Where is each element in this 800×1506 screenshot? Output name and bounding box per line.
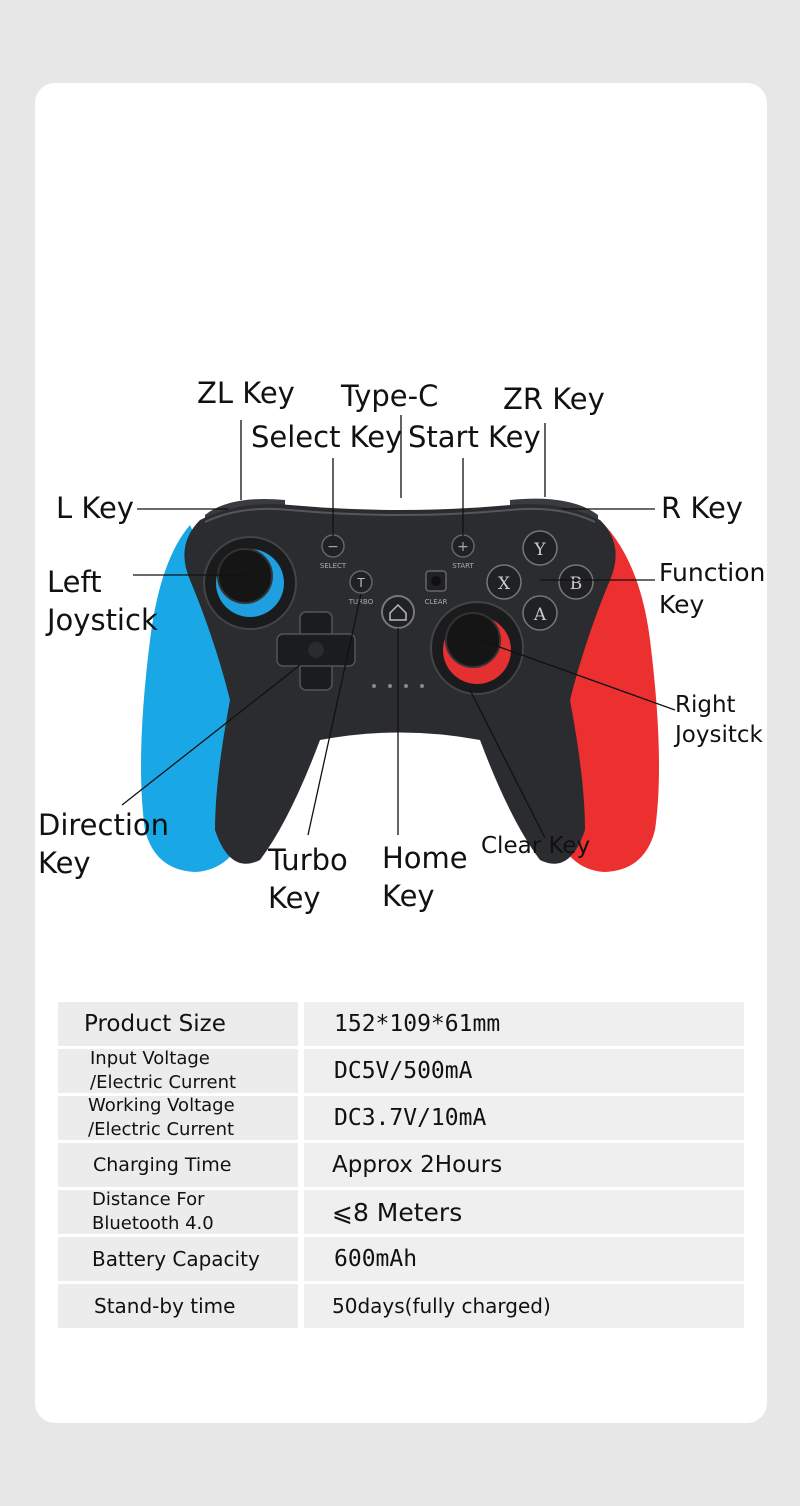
spec-value: DC5V/500mA bbox=[304, 1049, 744, 1093]
home-icon bbox=[389, 603, 407, 621]
spec-label: Charging Time bbox=[58, 1143, 298, 1187]
callout-zl-key: ZL Key bbox=[197, 376, 295, 410]
svg-text:B: B bbox=[570, 574, 583, 594]
plus-glyph: + bbox=[457, 539, 469, 555]
callout-type-c: Type-C bbox=[341, 379, 439, 413]
select-marking: SELECT bbox=[320, 562, 347, 570]
spec-row: Working Voltage /Electric Current DC3.7V… bbox=[58, 1095, 744, 1140]
callout-start-key: Start Key bbox=[408, 420, 541, 454]
face-button-y[interactable]: Y bbox=[522, 530, 558, 566]
callout-left-joystick: Left Joystick bbox=[47, 565, 158, 637]
callout-zr-key: ZR Key bbox=[503, 382, 605, 416]
direction-pad[interactable] bbox=[276, 611, 356, 691]
svg-text:Y: Y bbox=[533, 540, 546, 560]
spec-label: Battery Capacity bbox=[58, 1237, 298, 1281]
spec-label: Working Voltage /Electric Current bbox=[58, 1095, 298, 1140]
svg-text:A: A bbox=[533, 605, 547, 625]
svg-text:X: X bbox=[498, 574, 511, 594]
spec-row: Product Size 152*109*61mm bbox=[58, 1002, 744, 1046]
minus-glyph: − bbox=[327, 539, 339, 555]
turbo-glyph: T bbox=[356, 576, 365, 590]
clear-marking: CLEAR bbox=[425, 598, 448, 606]
spec-row: Input Voltage /Electric Current DC5V/500… bbox=[58, 1048, 744, 1093]
spec-value: Approx 2Hours bbox=[304, 1143, 744, 1187]
callout-select-key: Select Key bbox=[251, 420, 403, 454]
spec-value: 152*109*61mm bbox=[304, 1002, 744, 1046]
right-joystick[interactable] bbox=[445, 612, 501, 668]
spec-value: 600mAh bbox=[304, 1237, 744, 1281]
turbo-button[interactable] bbox=[349, 570, 373, 594]
spec-row: Battery Capacity 600mAh bbox=[58, 1237, 744, 1281]
callout-direction-key: Direction Key bbox=[38, 808, 170, 880]
callout-r-key: R Key bbox=[661, 491, 743, 525]
spec-value: 50days(fully charged) bbox=[304, 1284, 744, 1328]
spec-row: Stand-by time 50days(fully charged) bbox=[58, 1284, 744, 1328]
left-joystick[interactable] bbox=[217, 548, 273, 604]
spec-row: Charging Time Approx 2Hours bbox=[58, 1143, 744, 1187]
callout-clear-key: Clear Key bbox=[481, 833, 591, 859]
callout-home-key: Home Key bbox=[382, 841, 468, 913]
leader-lines bbox=[121, 415, 676, 839]
face-button-a[interactable]: A bbox=[522, 595, 558, 631]
callout-function-key: Function Key bbox=[659, 558, 766, 619]
face-button-b[interactable]: B bbox=[558, 564, 594, 600]
spec-value: DC3.7V/10mA bbox=[304, 1096, 744, 1140]
spec-value: ⩽8 Meters bbox=[304, 1190, 744, 1234]
start-marking: START bbox=[452, 562, 474, 570]
spec-label: Input Voltage /Electric Current bbox=[58, 1048, 298, 1093]
spec-label: Stand-by time bbox=[58, 1284, 298, 1328]
callout-turbo-key: Turbo Key bbox=[268, 843, 348, 915]
face-button-x[interactable]: X bbox=[486, 564, 522, 600]
turbo-marking: TURBO bbox=[348, 598, 374, 606]
home-button[interactable] bbox=[381, 595, 415, 629]
spec-label: Distance For Bluetooth 4.0 bbox=[58, 1189, 298, 1234]
spec-label: Product Size bbox=[58, 1002, 298, 1046]
spec-row: Distance For Bluetooth 4.0 ⩽8 Meters bbox=[58, 1189, 744, 1234]
controller-illustration: − SELECT + START T TURBO CLEAR Y X B A bbox=[121, 415, 676, 872]
callout-right-joystick: Right Joysitck bbox=[675, 692, 763, 748]
callout-l-key: L Key bbox=[56, 491, 134, 525]
